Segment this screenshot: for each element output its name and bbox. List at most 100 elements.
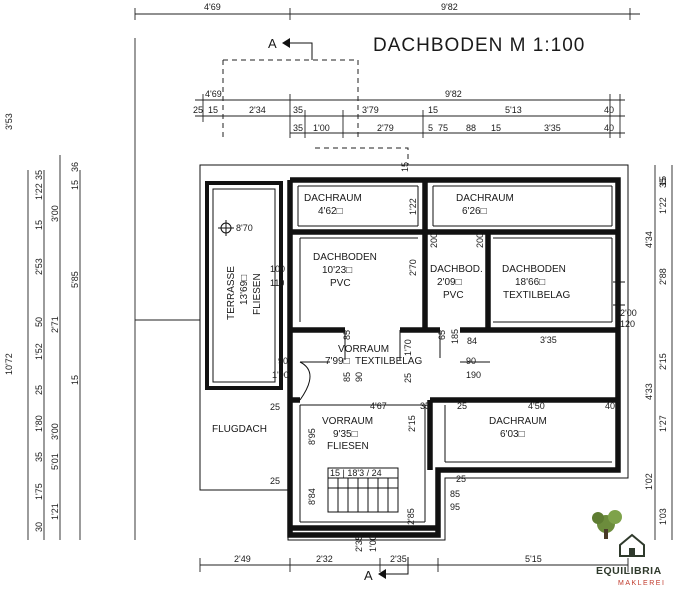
room-name: DACHBODEN <box>313 252 377 263</box>
svg-text:1'00: 1'00 <box>368 535 378 552</box>
svg-text:40: 40 <box>604 105 614 115</box>
room-floor: PVC <box>330 278 351 289</box>
svg-text:85: 85 <box>342 372 352 382</box>
svg-text:90: 90 <box>354 372 364 382</box>
svg-text:15: 15 <box>428 105 438 115</box>
svg-text:15: 15 <box>400 162 410 172</box>
svg-text:88: 88 <box>466 123 476 133</box>
svg-text:25: 25 <box>457 401 467 411</box>
room-floor: TEXTILBELAG <box>503 290 570 301</box>
room-area: 13'69□ <box>239 275 250 305</box>
svg-text:1'80: 1'80 <box>34 415 44 432</box>
stair-label: 15 | 18'3 / 24 <box>330 468 382 478</box>
svg-text:5'85: 5'85 <box>70 271 80 288</box>
room-area: 6'26□ <box>462 206 487 217</box>
windows <box>380 281 625 541</box>
svg-text:5: 5 <box>428 123 433 133</box>
brand-name: EQUILIBRIA <box>596 565 662 577</box>
svg-text:15: 15 <box>70 375 80 385</box>
svg-text:65: 65 <box>437 330 447 340</box>
room-name: DACHBODEN <box>502 264 566 275</box>
svg-text:36: 36 <box>70 162 80 172</box>
svg-text:95: 95 <box>450 502 460 512</box>
room-name: DACHRAUM <box>489 416 547 427</box>
plan-title: DACHBODEN M 1:100 <box>373 35 585 56</box>
room-name: DACHBOD. <box>430 264 483 275</box>
svg-text:5'01: 5'01 <box>50 453 60 470</box>
left-dimension-lines <box>27 155 200 540</box>
svg-text:120: 120 <box>620 319 635 329</box>
svg-text:1'21: 1'21 <box>50 503 60 520</box>
svg-text:85: 85 <box>450 489 460 499</box>
room-area: 6'03□ <box>500 429 525 440</box>
doors <box>299 330 490 401</box>
svg-text:190: 190 <box>466 370 481 380</box>
svg-text:40: 40 <box>605 401 615 411</box>
svg-text:1'03: 1'03 <box>658 508 668 525</box>
svg-text:1'52: 1'52 <box>34 343 44 360</box>
svg-text:4'50: 4'50 <box>528 401 545 411</box>
svg-text:200: 200 <box>429 233 439 248</box>
svg-text:2'32: 2'32 <box>316 554 333 564</box>
svg-text:2'88: 2'88 <box>658 268 668 285</box>
staircase: 15 | 18'3 / 24 <box>327 467 399 513</box>
svg-text:2'49: 2'49 <box>234 554 251 564</box>
svg-text:100: 100 <box>270 264 285 274</box>
room-name: TERRASSE <box>226 266 237 320</box>
svg-text:2'00: 2'00 <box>620 308 637 318</box>
svg-text:25: 25 <box>403 373 413 383</box>
room-labels: DACHRAUM 4'62□ DACHRAUM 6'26□ DACHBODEN … <box>212 193 570 452</box>
svg-text:1'90: 1'90 <box>272 370 289 380</box>
svg-text:1'75: 1'75 <box>34 483 44 500</box>
room-name: VORRAUM <box>322 416 373 427</box>
room-area: 4'62□ <box>318 206 343 217</box>
svg-text:15: 15 <box>491 123 501 133</box>
terrace <box>205 181 283 390</box>
svg-text:25: 25 <box>34 385 44 395</box>
room-area: 2'09□ <box>437 277 462 288</box>
svg-text:4'33: 4'33 <box>644 383 654 400</box>
room-area: 18'66□ <box>515 277 545 288</box>
svg-text:3'00: 3'00 <box>50 205 60 222</box>
svg-text:1'00: 1'00 <box>313 123 330 133</box>
room-area: 7'99□ <box>325 356 350 367</box>
svg-text:9'82: 9'82 <box>441 2 458 12</box>
svg-text:3'79: 3'79 <box>362 105 379 115</box>
svg-text:2'79: 2'79 <box>377 123 394 133</box>
svg-text:35: 35 <box>34 170 44 180</box>
svg-text:85: 85 <box>342 330 352 340</box>
right-dimension-lines <box>654 165 673 540</box>
svg-text:4'34: 4'34 <box>644 231 654 248</box>
svg-text:2'15: 2'15 <box>407 415 417 432</box>
svg-text:30: 30 <box>34 522 44 532</box>
svg-text:2'53: 2'53 <box>34 258 44 275</box>
roof-outline-dashed <box>222 59 409 165</box>
svg-text:15: 15 <box>70 180 80 190</box>
brand-logo: EQUILIBRIA MAKLEREI <box>592 510 664 587</box>
interior-dimensions: 8'70 100 110 1'22 2'70 200 200 2'00 120 … <box>236 162 637 552</box>
svg-text:A: A <box>364 568 373 583</box>
svg-text:3'53: 3'53 <box>4 113 14 130</box>
svg-text:50: 50 <box>34 317 44 327</box>
svg-text:25: 25 <box>193 105 203 115</box>
room-floor: TEXTILBELAG <box>355 356 422 367</box>
svg-text:A: A <box>268 36 277 51</box>
svg-text:2'85: 2'85 <box>406 508 416 525</box>
svg-text:1'22: 1'22 <box>34 183 44 200</box>
svg-text:1'22: 1'22 <box>658 197 668 214</box>
svg-text:185: 185 <box>450 329 460 344</box>
section-marker-bottom: A <box>364 557 409 583</box>
svg-text:8'95: 8'95 <box>307 428 317 445</box>
svg-text:10'72: 10'72 <box>4 353 14 375</box>
svg-text:35: 35 <box>420 401 430 411</box>
svg-text:1'70: 1'70 <box>403 339 413 356</box>
room-name: DACHRAUM <box>304 193 362 204</box>
room-floor: FLIESEN <box>252 273 263 315</box>
svg-text:35: 35 <box>293 105 303 115</box>
svg-text:25: 25 <box>456 474 466 484</box>
svg-text:1'02: 1'02 <box>644 473 654 490</box>
svg-text:35: 35 <box>293 123 303 133</box>
svg-text:4'69: 4'69 <box>205 89 222 99</box>
svg-text:3'00: 3'00 <box>50 423 60 440</box>
